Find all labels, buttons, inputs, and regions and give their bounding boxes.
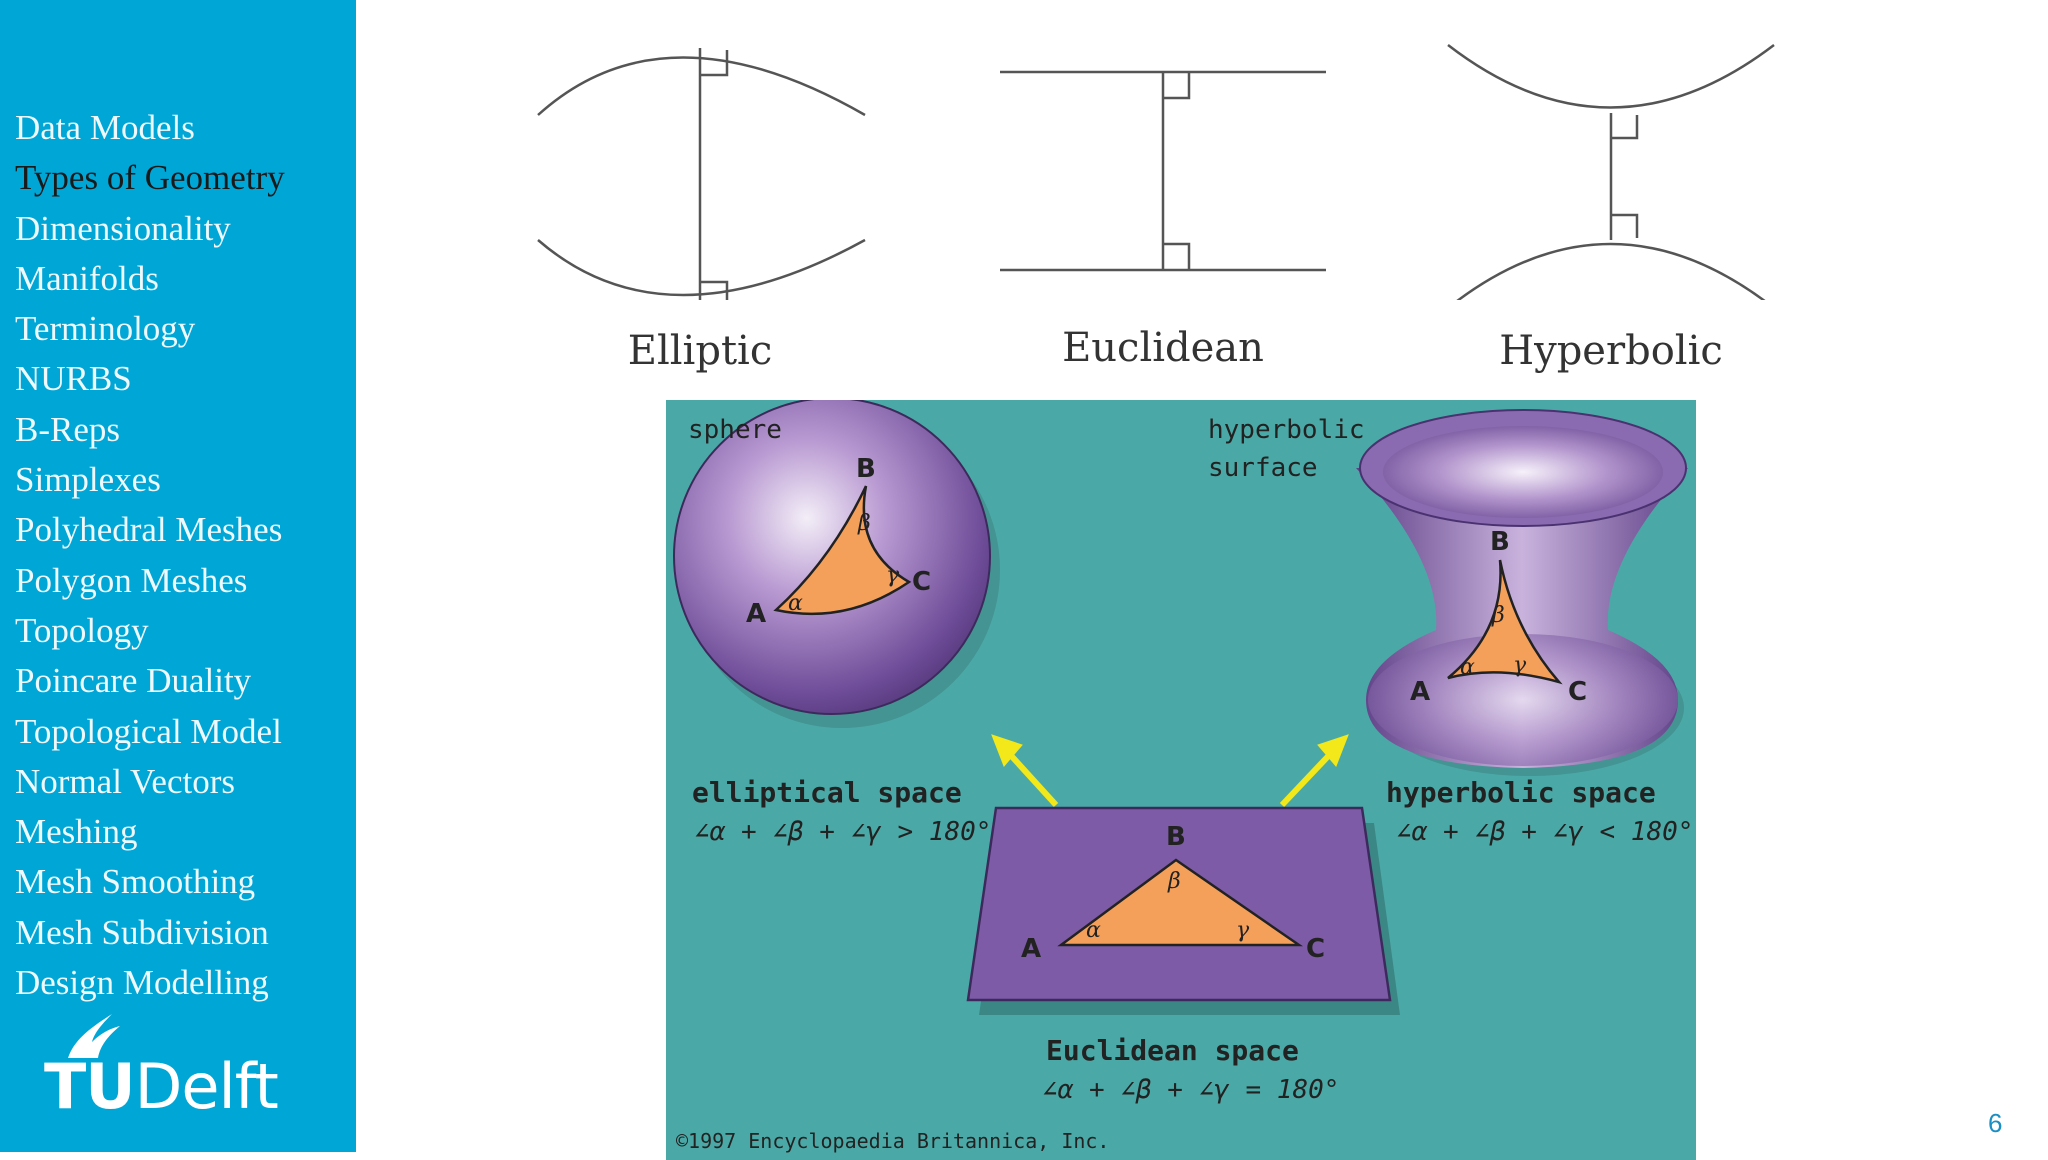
label-hyperbolic: Hyperbolic — [1499, 328, 1723, 374]
sidebar: Data Models Types of Geometry Dimensiona… — [0, 0, 356, 1152]
euclidean-diagram — [1000, 70, 1326, 272]
nav-item-normal-vectors[interactable]: Normal Vectors — [15, 761, 235, 801]
nav-item-topological-model[interactable]: Topological Model — [15, 711, 282, 751]
logo-delft: Delft — [134, 1050, 279, 1123]
nav-item-polyhedral-meshes[interactable]: Polyhedral Meshes — [15, 510, 283, 550]
nav-item-data-models[interactable]: Data Models — [15, 108, 195, 147]
label-elliptic: Elliptic — [627, 328, 773, 374]
sphere-angle-alpha: α — [788, 591, 803, 616]
logo-tu: TU — [44, 1050, 136, 1123]
flame-icon — [68, 1014, 120, 1058]
hyperbolic-angle-alpha: α — [1460, 655, 1475, 680]
hyperbolic-vertex-c: C — [1568, 677, 1587, 707]
nav-item-dimensionality[interactable]: Dimensionality — [15, 208, 231, 248]
nav-item-mesh-smoothing[interactable]: Mesh Smoothing — [15, 862, 256, 902]
euclidean-vertex-a: A — [1021, 934, 1041, 964]
sphere-vertex-c: C — [912, 567, 931, 597]
nav-item-design-modelling[interactable]: Design Modelling — [15, 963, 269, 1003]
nav-item-b-reps[interactable]: B-Reps — [15, 409, 120, 449]
geometry-parallel-lines-figure — [537, 44, 1775, 300]
euclidean-plane-shape — [966, 806, 1400, 1015]
nav-item-types-of-geometry[interactable]: Types of Geometry — [15, 158, 285, 198]
label-hyperbolic-space: hyperbolic space — [1386, 776, 1656, 809]
label-elliptical-space: elliptical space — [692, 776, 962, 809]
hyperbolic-angle-beta: β — [1491, 603, 1505, 628]
page-number: 6 — [1988, 1108, 2003, 1138]
nav-item-meshing[interactable]: Meshing — [15, 812, 138, 852]
sphere-shape — [673, 400, 1000, 728]
formula-euclidean: ∠α + ∠β + ∠γ = 180° — [1042, 1075, 1339, 1105]
hyperbolic-diagram — [1447, 44, 1775, 300]
label-euclidean: Euclidean — [1062, 325, 1264, 371]
nav-item-topology[interactable]: Topology — [15, 610, 149, 650]
hyperbolic-vertex-a: A — [1410, 677, 1430, 707]
tu-delft-logo: TUDelft — [44, 1010, 304, 1123]
euclidean-angle-alpha: α — [1086, 918, 1101, 943]
sidebar-nav: Data Models Types of Geometry Dimensiona… — [15, 103, 285, 1008]
elliptic-diagram — [537, 48, 866, 300]
sphere-angle-gamma: γ — [886, 563, 900, 588]
label-hyperbolic-surface-2: surface — [1208, 453, 1318, 483]
nav-item-simplexes[interactable]: Simplexes — [15, 460, 161, 500]
label-sphere: sphere — [688, 415, 782, 445]
euclidean-angle-gamma: γ — [1236, 918, 1250, 943]
copyright-text: ©1997 Encyclopaedia Britannica, Inc. — [676, 1129, 1109, 1153]
euclidean-vertex-b: B — [1166, 822, 1186, 852]
hyperbolic-vertex-b: B — [1490, 527, 1510, 557]
arrow-icons — [991, 734, 1349, 808]
sphere-angle-beta: β — [857, 511, 871, 536]
curved-spaces-figure: sphere hyperbolic surface elliptical spa… — [673, 400, 1693, 1153]
sphere-vertex-a: A — [746, 599, 766, 629]
label-euclidean-space: Euclidean space — [1046, 1034, 1299, 1067]
label-hyperbolic-surface-1: hyperbolic — [1208, 415, 1365, 445]
nav-item-poincare-duality[interactable]: Poincare Duality — [15, 661, 252, 701]
formula-elliptical: ∠α + ∠β + ∠γ > 180° — [694, 817, 991, 847]
britannica-illustration: sphere hyperbolic surface elliptical spa… — [666, 400, 1696, 1160]
hyperbolic-surface-shape — [1356, 409, 1688, 776]
nav-item-terminology[interactable]: Terminology — [15, 309, 196, 349]
euclidean-angle-beta: β — [1167, 869, 1181, 894]
nav-item-polygon-meshes[interactable]: Polygon Meshes — [15, 560, 248, 600]
formula-hyperbolic: ∠α + ∠β + ∠γ < 180° — [1396, 817, 1693, 847]
nav-item-manifolds[interactable]: Manifolds — [15, 258, 159, 298]
euclidean-vertex-c: C — [1306, 934, 1325, 964]
logo-wordmark: TUDelft — [44, 1050, 279, 1123]
hyperbolic-angle-gamma: γ — [1513, 653, 1527, 678]
sphere-vertex-b: B — [856, 454, 876, 484]
nav-item-mesh-subdivision[interactable]: Mesh Subdivision — [15, 912, 269, 952]
nav-item-nurbs[interactable]: NURBS — [15, 359, 132, 399]
